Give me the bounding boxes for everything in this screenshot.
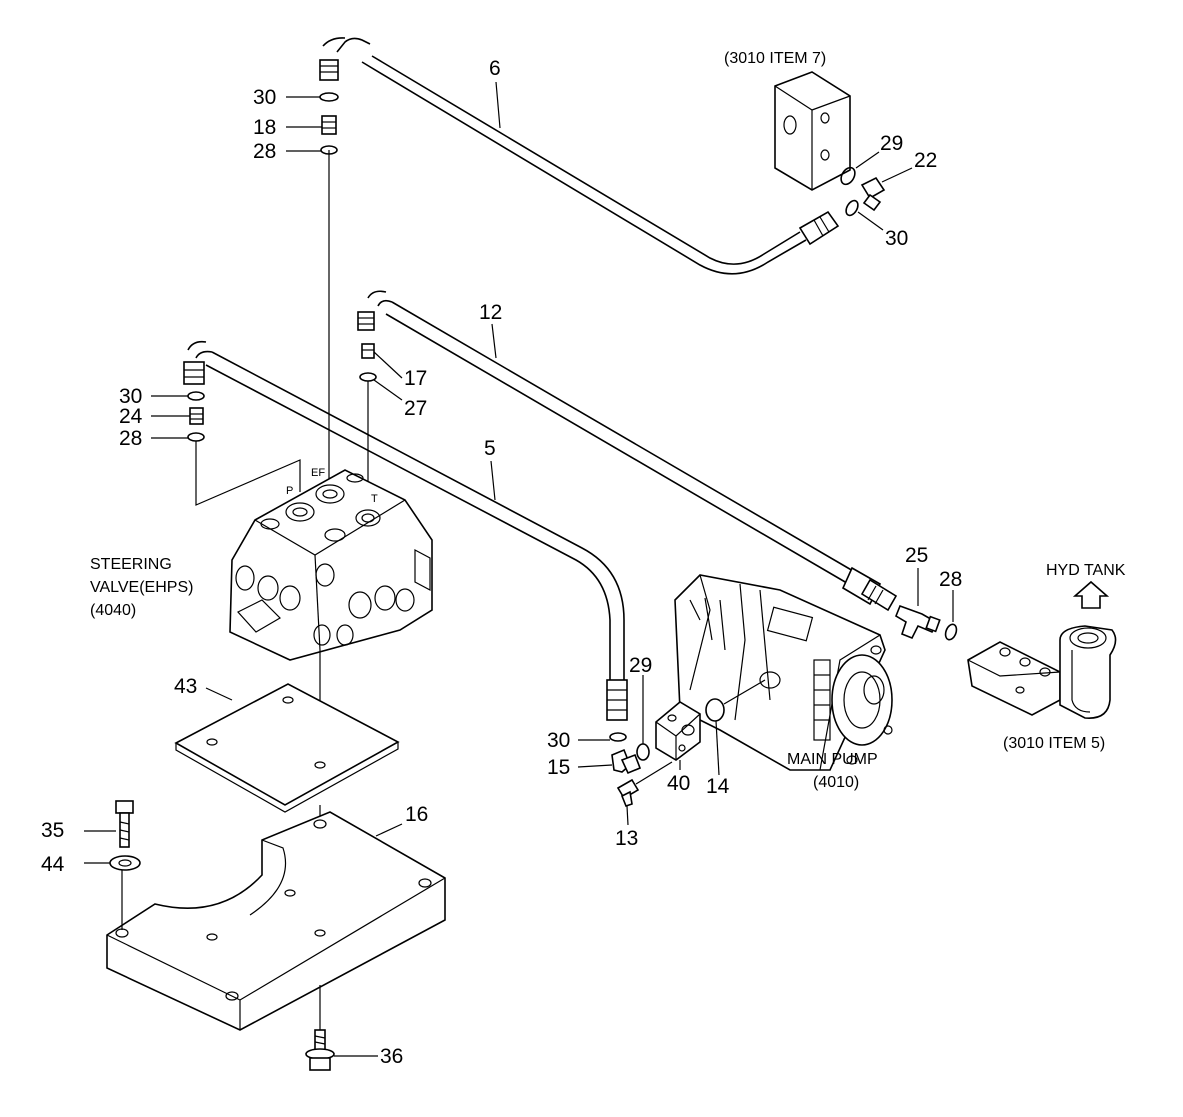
bolt-36	[305, 985, 335, 1071]
oring-30c	[187, 391, 205, 401]
oring-28c	[944, 623, 958, 641]
callout-43: 43	[174, 675, 198, 698]
gasket-43	[174, 683, 400, 813]
callout-44: 44	[41, 853, 65, 876]
elbow-15	[611, 748, 642, 775]
leader-43	[205, 687, 233, 701]
oring-28b	[187, 432, 205, 442]
ref-item-5: (3010 ITEM 5)	[1003, 735, 1106, 752]
oring-30d	[609, 732, 627, 742]
leader-16	[375, 823, 403, 837]
callout-leaders	[151, 81, 954, 826]
oring-14	[705, 698, 725, 722]
callout-12: 12	[479, 301, 503, 324]
leader-13-to-flange	[635, 761, 673, 785]
callout-16: 16	[405, 803, 429, 826]
callout-30: 30	[547, 729, 571, 752]
washer-44	[109, 855, 141, 871]
callout-22: 22	[914, 149, 938, 172]
oring-30b	[845, 199, 859, 217]
oring-28a	[320, 145, 338, 155]
fitting-13	[616, 778, 640, 807]
callout-18: 18	[253, 116, 277, 139]
steering-valve-label-2: VALVE(EHPS)	[90, 579, 194, 596]
fitting-24	[189, 407, 204, 425]
flange-40	[655, 701, 701, 761]
elbow-22	[860, 176, 886, 212]
callout-28: 28	[253, 140, 277, 163]
port-t-label: T	[371, 493, 378, 505]
block-item-7	[774, 71, 851, 191]
fitting-18	[321, 115, 337, 135]
callout-6: 6	[489, 57, 501, 80]
tee-25	[895, 604, 941, 640]
port-ef-label: EF	[311, 467, 326, 479]
callout-24: 24	[119, 405, 143, 428]
leader-28b-to-port-p	[195, 441, 301, 506]
oring-29b	[636, 743, 650, 761]
callout-30: 30	[885, 227, 909, 250]
callout-35: 35	[41, 819, 65, 842]
pipe-12	[357, 290, 898, 612]
callout-29: 29	[880, 132, 904, 155]
callout-27: 27	[404, 397, 428, 420]
callout-5: 5	[484, 437, 496, 460]
callout-17: 17	[404, 367, 428, 390]
oring-29a	[840, 166, 856, 186]
bracket-16	[106, 811, 446, 1031]
steering-valve-label-1: STEERING	[90, 556, 172, 573]
bolt-35	[115, 800, 134, 848]
steering-valve-label-3: (4040)	[90, 602, 137, 619]
oring-30a	[319, 92, 339, 102]
hyd-tank-arrow-icon	[1072, 580, 1110, 609]
callout-28: 28	[119, 427, 143, 450]
callout-28: 28	[939, 568, 963, 591]
steering-valve-body	[229, 469, 433, 661]
callout-30: 30	[119, 385, 143, 408]
fitting-17	[361, 343, 375, 359]
pipe-6	[319, 37, 840, 275]
oring-27	[359, 372, 377, 382]
callout-25: 25	[905, 544, 929, 567]
ref-item-7: (3010 ITEM 7)	[724, 50, 827, 67]
callout-36: 36	[380, 1045, 404, 1068]
callout-13: 13	[615, 827, 639, 850]
callout-15: 15	[547, 756, 571, 779]
port-p-label: P	[286, 485, 294, 497]
main-pump-body	[674, 574, 893, 771]
main-pump-label-2: (4010)	[813, 774, 860, 791]
callout-30: 30	[253, 86, 277, 109]
suction-pipe-item-5	[967, 625, 1117, 719]
callout-40: 40	[667, 772, 691, 795]
main-pump-label-1: MAIN PUMP	[787, 751, 878, 768]
callout-29: 29	[629, 654, 653, 677]
leader-14-to-pump	[723, 679, 766, 705]
callout-14: 14	[706, 775, 730, 798]
pipe-5	[183, 340, 628, 721]
hyd-tank-label: HYD TANK	[1046, 562, 1126, 579]
